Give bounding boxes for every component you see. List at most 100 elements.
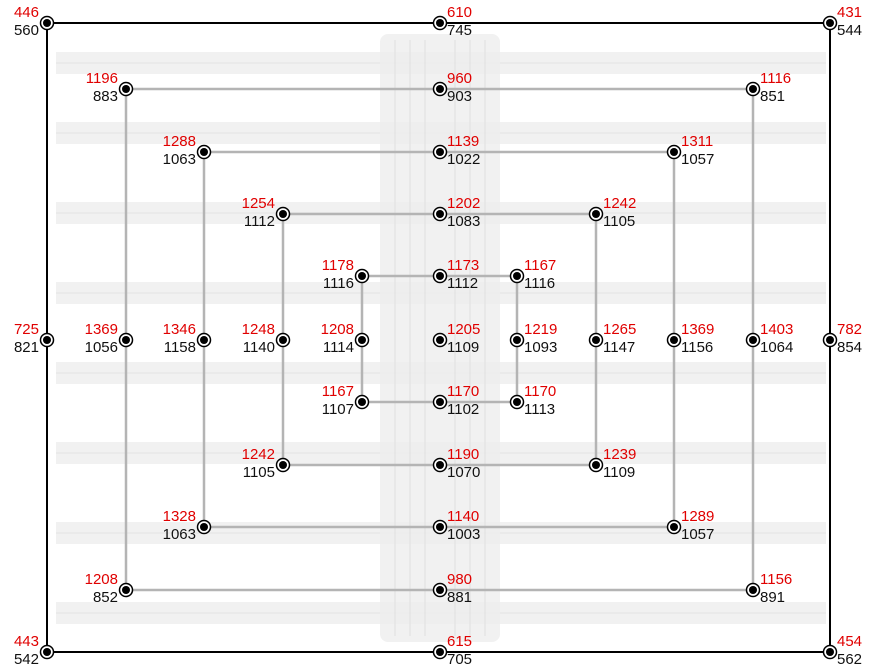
- point-dot: [436, 398, 444, 406]
- point-dot: [279, 336, 287, 344]
- value-bottom: 1083: [447, 213, 480, 230]
- value-bottom: 1147: [603, 339, 635, 356]
- value-bottom: 1070: [447, 464, 480, 481]
- point-dot: [670, 523, 678, 531]
- value-top: 1167: [524, 257, 556, 274]
- point-dot: [592, 210, 600, 218]
- value-top: 1328: [163, 508, 196, 525]
- point-dot: [436, 336, 444, 344]
- point-dot: [358, 336, 366, 344]
- value-bottom: 852: [93, 589, 118, 606]
- value-top: 1242: [603, 195, 636, 212]
- value-top: 615: [447, 633, 472, 650]
- point-dot: [436, 148, 444, 156]
- point-dot: [670, 148, 678, 156]
- point-dot: [826, 19, 834, 27]
- value-top: 1369: [85, 321, 118, 338]
- point-dot: [513, 398, 521, 406]
- value-top: 1205: [447, 321, 480, 338]
- value-bottom: 881: [447, 589, 472, 606]
- value-top: 1219: [524, 321, 557, 338]
- point-dot: [200, 336, 208, 344]
- point-dot: [436, 523, 444, 531]
- value-top: 1403: [760, 321, 793, 338]
- value-top: 443: [14, 633, 39, 650]
- value-top: 446: [14, 4, 39, 21]
- value-bottom: 1158: [164, 339, 196, 356]
- value-bottom: 542: [14, 651, 39, 668]
- value-bottom: 1022: [447, 151, 480, 168]
- point-dot: [200, 148, 208, 156]
- value-bottom: 891: [760, 589, 785, 606]
- point-dot: [436, 461, 444, 469]
- value-top: 431: [837, 4, 862, 21]
- value-bottom: 1057: [681, 526, 714, 543]
- point-dot: [436, 19, 444, 27]
- value-bottom: 1057: [681, 151, 714, 168]
- point-dot: [43, 336, 51, 344]
- point-dot: [592, 336, 600, 344]
- value-bottom: 544: [837, 22, 862, 39]
- value-bottom: 1114: [323, 339, 354, 356]
- point-dot: [826, 648, 834, 656]
- point-dot: [513, 336, 521, 344]
- value-top: 1116: [760, 70, 791, 87]
- point-dot: [749, 336, 757, 344]
- value-bottom: 1105: [243, 464, 275, 481]
- point-dot: [436, 586, 444, 594]
- point-dot: [122, 85, 130, 93]
- value-top: 1190: [447, 446, 479, 463]
- value-top: 1156: [760, 571, 792, 588]
- value-top: 1369: [681, 321, 714, 338]
- value-bottom: 1107: [322, 401, 354, 418]
- value-bottom: 1109: [603, 464, 635, 481]
- value-bottom: 1156: [681, 339, 713, 356]
- value-bottom: 1003: [447, 526, 480, 543]
- value-top: 1265: [603, 321, 636, 338]
- value-top: 1311: [681, 133, 713, 150]
- point-dot: [436, 272, 444, 280]
- value-bottom: 1112: [447, 275, 478, 292]
- point-dot: [43, 648, 51, 656]
- value-top: 454: [837, 633, 862, 650]
- point-dot: [358, 272, 366, 280]
- value-top: 1178: [322, 257, 354, 274]
- value-bottom: 1112: [244, 213, 275, 230]
- value-bottom: 821: [14, 339, 39, 356]
- value-bottom: 1109: [447, 339, 479, 356]
- value-bottom: 1113: [524, 401, 555, 418]
- point-dot: [670, 336, 678, 344]
- point-dot: [436, 648, 444, 656]
- value-bottom: 1116: [524, 275, 555, 292]
- value-bottom: 1064: [760, 339, 793, 356]
- point-dot: [43, 19, 51, 27]
- value-bottom: 1056: [85, 339, 118, 356]
